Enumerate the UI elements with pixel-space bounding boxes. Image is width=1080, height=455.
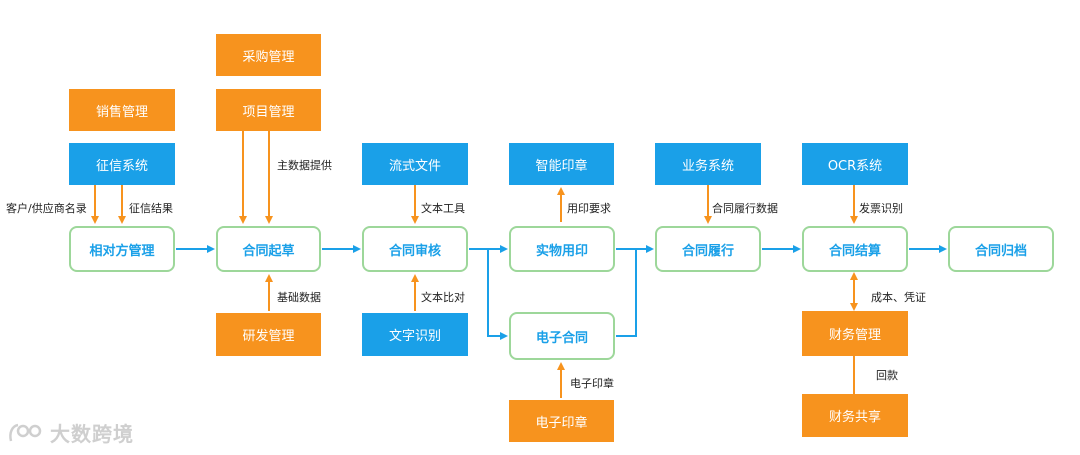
finance-shared-box: 财务共享	[802, 394, 908, 437]
label-performance-data: 合同履行数据	[712, 202, 778, 215]
stage-performance: 合同履行	[655, 226, 761, 272]
label-text-tool: 文本工具	[421, 202, 465, 215]
business-system-box: 业务系统	[655, 143, 761, 185]
finance-management-box: 财务管理	[802, 311, 908, 356]
label-customer-list: 客户/供应商名录	[6, 202, 87, 215]
stage-physical-seal: 实物用印	[509, 226, 615, 272]
stage-archive: 合同归档	[948, 226, 1054, 272]
stage-review: 合同审核	[362, 226, 468, 272]
label-seal-request: 用印要求	[567, 202, 611, 215]
credit-system-box: 征信系统	[69, 143, 175, 185]
workflow-doc-box: 流式文件	[362, 143, 468, 185]
watermark-logo-icon	[9, 423, 42, 441]
rnd-management-box: 研发管理	[216, 313, 321, 356]
purchase-management-box: 采购管理	[216, 34, 321, 76]
project-management-box: 项目管理	[216, 89, 321, 131]
smart-seal-box: 智能印章	[509, 143, 614, 185]
label-payment-return: 回款	[876, 369, 898, 382]
flow-arrow	[487, 249, 508, 340]
label-cost-voucher: 成本、凭证	[871, 291, 926, 304]
ocr-system-box: OCR系统	[802, 143, 908, 185]
label-master-data: 主数据提供	[277, 159, 332, 172]
label-credit-result: 征信结果	[129, 202, 173, 215]
stage-drafting: 合同起草	[216, 226, 321, 272]
label-base-data: 基础数据	[277, 291, 321, 304]
sales-management-box: 销售管理	[69, 89, 175, 131]
watermark: 大数跨境	[8, 418, 134, 447]
text-recognition-box: 文字识别	[362, 313, 468, 356]
flow-line	[616, 249, 637, 337]
stage-e-contract: 电子合同	[509, 312, 615, 360]
e-seal-box: 电子印章	[509, 400, 614, 442]
stage-counterparty: 相对方管理	[69, 226, 175, 272]
label-invoice-recognition: 发票识别	[859, 202, 903, 215]
label-text-compare: 文本比对	[421, 291, 465, 304]
watermark-text: 大数跨境	[50, 422, 134, 446]
label-e-seal: 电子印章	[570, 377, 614, 390]
stage-settlement: 合同结算	[802, 226, 908, 272]
